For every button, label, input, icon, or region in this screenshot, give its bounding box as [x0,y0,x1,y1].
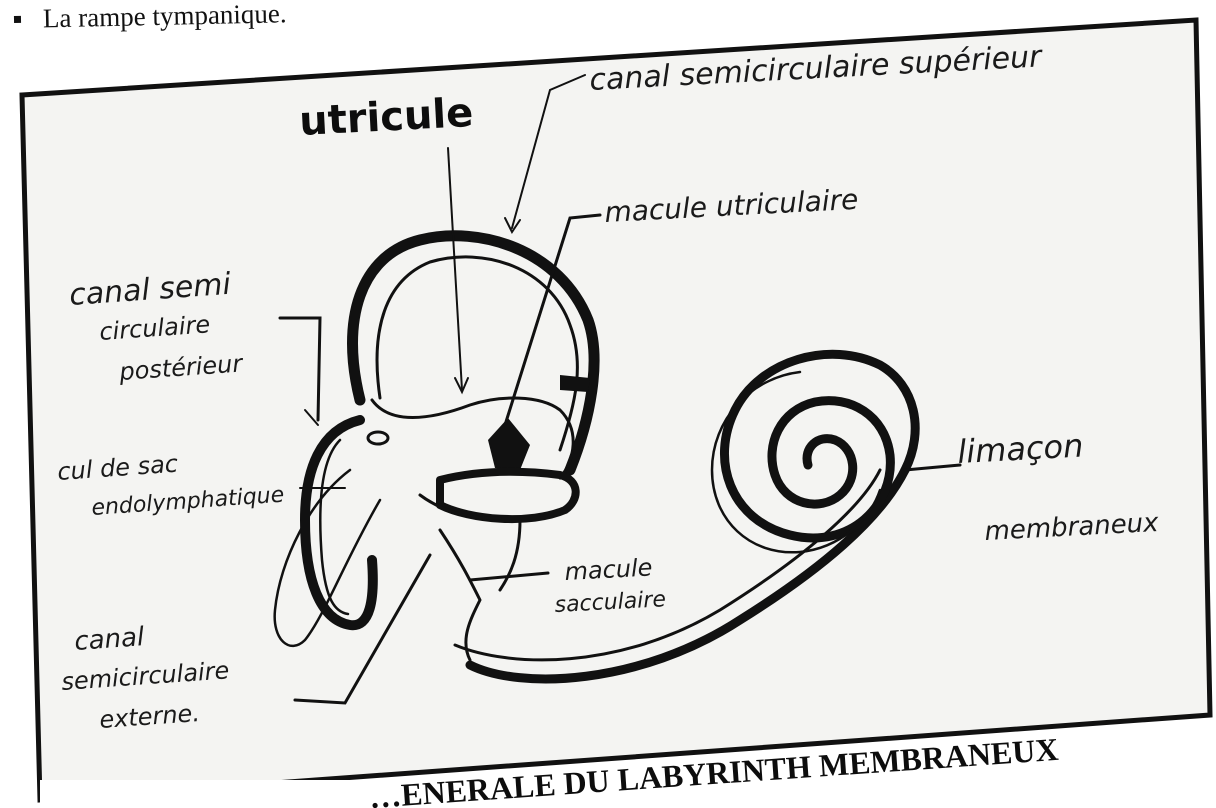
label-utricule: utricule [298,90,474,145]
label-macule-sacculaire-1: macule [564,553,653,586]
label-canal-externe-1: canal [73,622,146,657]
label-limacon-1: limaçon [956,426,1084,471]
